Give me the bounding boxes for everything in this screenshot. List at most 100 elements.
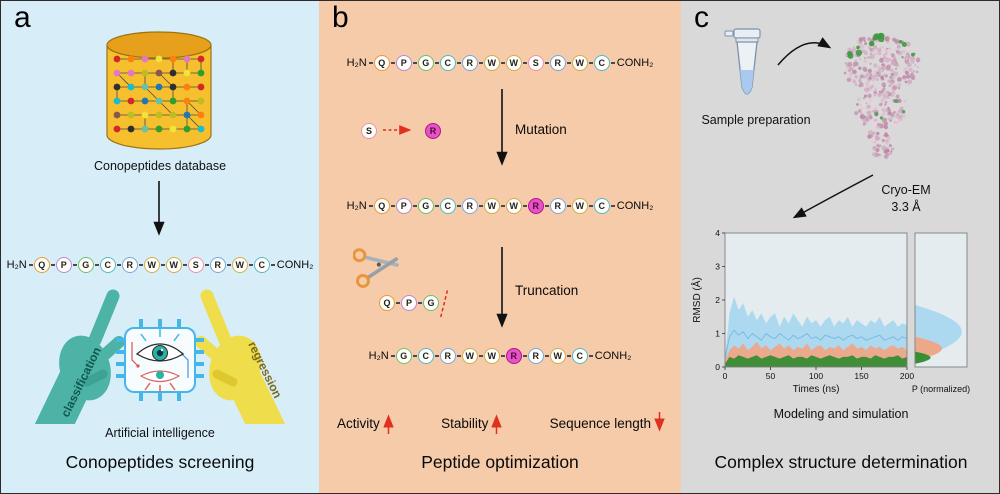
terminus-label: H₂N [6,259,27,271]
ai-chip-icon [116,319,204,401]
residue-r: R [439,348,456,364]
svg-text:2: 2 [715,295,720,305]
bond-dash [434,205,439,207]
curved-arrow-to-structure [777,37,832,66]
residue-g: G [77,257,94,273]
bond-dash [50,264,55,266]
panel-label-b: b [332,1,349,34]
residue-c: C [593,198,610,214]
cryoem-structure-icon [841,32,921,160]
terminus-label: CONH₂ [616,200,654,212]
residue-q: Q [33,257,50,273]
bond-dash [500,355,505,357]
mutation-step: S R [361,121,441,139]
outcome-label: Activity [337,415,380,431]
terminus-label: H₂N [346,200,367,212]
residue-s: S [527,55,544,71]
bond-dash [412,205,417,207]
up-arrow-icon [383,414,394,434]
down-arrow-icon [153,181,165,236]
residue-r-mutated: R [527,198,544,214]
bond-dash [566,205,571,207]
residue-w: W [143,257,160,273]
panel-label-c: c [694,1,709,34]
svg-text:RMSD (Å): RMSD (Å) [690,277,703,323]
bond-dash [368,62,373,64]
residue-c: C [99,257,116,273]
mutation-label: Mutation [515,122,567,137]
residue-s: S [361,123,377,139]
outcome-sequence-length: Sequence length [550,411,665,435]
residue-c: C [439,55,456,71]
svg-text:0: 0 [715,362,720,372]
residue-p: P [395,55,412,71]
residue-w: W [461,348,478,364]
svg-text:50: 50 [766,371,776,381]
residue-after-mutation: R [425,121,441,139]
bond-dash [434,355,439,357]
ai-hands-graphic: classification regression [34,289,286,424]
residue-g: G [423,295,439,311]
svg-text:1: 1 [715,329,720,339]
bond-dash [248,264,253,266]
bond-dash [456,355,461,357]
bond-dash [434,62,439,64]
left-hand-icon: classification [34,289,125,424]
right-hand-icon: regression [195,289,286,424]
sample-caption: Sample preparation [701,113,811,127]
tube-icon [724,28,761,95]
bond-dash [418,302,422,304]
bond-dash [500,205,505,207]
terminus-label: CONH₂ [276,259,314,271]
bond-dash [588,205,593,207]
down-arrow-icon [654,412,665,432]
bond-dash [116,264,121,266]
terminus-label: H₂N [368,350,389,362]
residue-r-mutated: R [505,348,522,364]
residue-r: R [549,55,566,71]
bond-dash [544,205,549,207]
bond-dash [412,62,417,64]
bond-dash [390,62,395,64]
bond-dash [478,355,483,357]
residue-g: G [417,55,434,71]
bond-dash [566,62,571,64]
residue-w: W [165,257,182,273]
residue-w: W [483,55,500,71]
panel-b-title: Peptide optimization [421,452,579,472]
bond-dash [204,264,209,266]
bond-dash [72,264,77,266]
svg-text:200: 200 [900,371,914,381]
bond-dash [566,355,571,357]
up-arrow-icon [491,414,503,434]
residue-before-mutation: S [361,121,377,139]
svg-text:0: 0 [723,371,728,381]
residue-w: W [571,198,588,214]
bond-dash [456,62,461,64]
residue-r: R [209,257,226,273]
ai-caption: Artificial intelligence [105,426,215,440]
svg-text:100: 100 [809,371,823,381]
panel-label-a: a [14,1,31,34]
residue-w: W [505,198,522,214]
outcome-activity: Activity [337,411,394,435]
curved-arrow-to-chart [792,174,874,219]
cryoem-resolution: 3.3 Å [891,200,921,214]
bond-dash [500,62,505,64]
residue-r: R [461,198,478,214]
residue-c: C [253,257,270,273]
residue-w: W [483,198,500,214]
residue-s: S [187,257,204,273]
residue-g: G [395,348,412,364]
bond-dash [138,264,143,266]
bond-dash [28,264,33,266]
cut-line-icon [439,290,449,318]
